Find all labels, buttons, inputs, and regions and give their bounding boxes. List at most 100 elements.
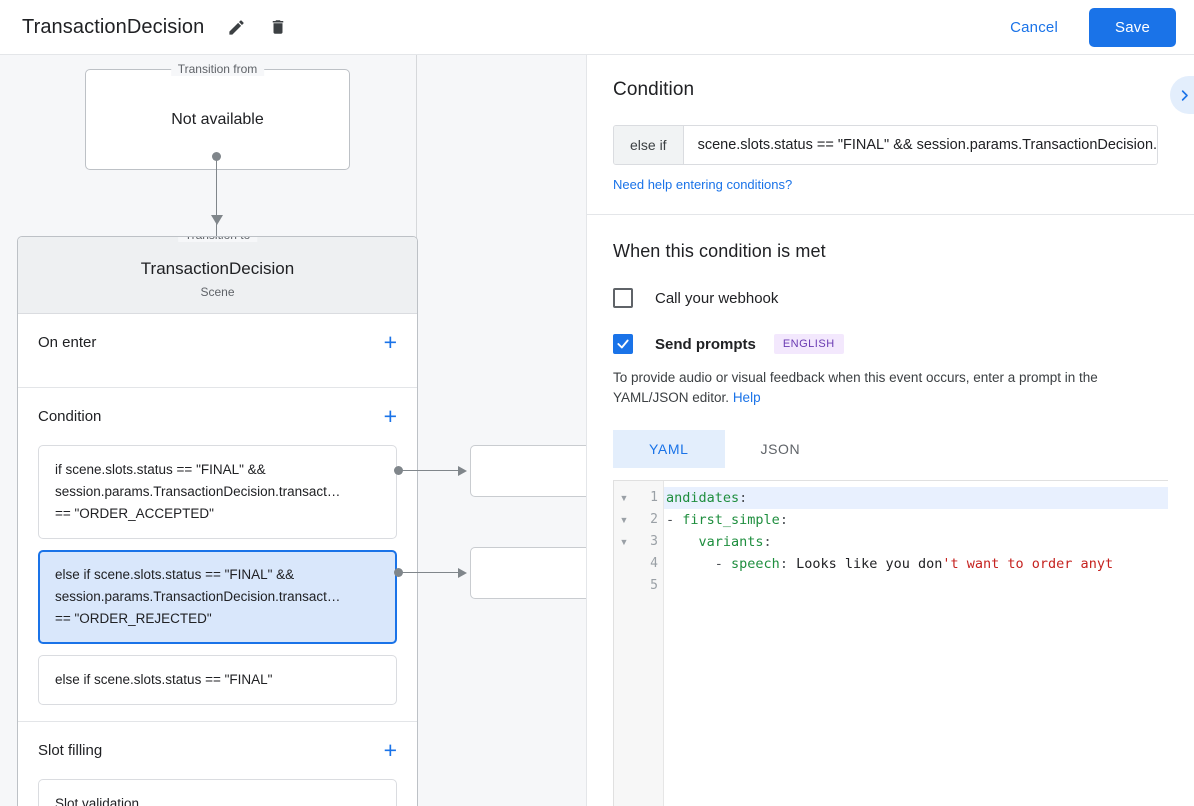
- code-token: andidates: [666, 490, 740, 506]
- edge-line: [398, 470, 460, 471]
- page-title: TransactionDecision: [22, 15, 205, 38]
- code-line: [664, 575, 1168, 597]
- code-token: Looks like you don: [796, 556, 943, 572]
- section-header: Condition +: [38, 388, 397, 445]
- top-bar: TransactionDecision Cancel Save: [0, 0, 1194, 55]
- scene-card-header: Transition to TransactionDecision Scene: [18, 237, 417, 314]
- line-number: 5: [650, 578, 658, 593]
- target-node-rejected[interactable]: [470, 547, 586, 599]
- line-number: 3: [650, 534, 658, 549]
- section-label-on-enter: On enter: [38, 334, 97, 351]
- condition-input-row[interactable]: else if scene.slots.status == "FINAL" &&…: [613, 125, 1158, 165]
- code-token: [666, 534, 699, 550]
- code-token: -: [666, 556, 732, 572]
- section-slot-filling: Slot filling + Slot validation: [18, 722, 417, 806]
- tab-json[interactable]: JSON: [760, 441, 801, 457]
- section-on-enter: On enter +: [18, 314, 417, 388]
- plus-icon[interactable]: +: [383, 329, 397, 355]
- need-help-conditions-link[interactable]: Need help entering conditions?: [613, 177, 793, 192]
- code-token: variants: [698, 534, 764, 550]
- condition-line: session.params.TransactionDecision.trans…: [55, 484, 341, 499]
- code-token: first_simple: [682, 512, 780, 528]
- flow-canvas[interactable]: Transition from Not available Transition…: [0, 55, 586, 806]
- plus-icon[interactable]: +: [383, 403, 397, 429]
- call-webhook-checkbox[interactable]: [613, 288, 633, 308]
- when-condition-met-title: When this condition is met: [613, 241, 826, 261]
- editor-code-area[interactable]: andidates:- first_simple: variants: - sp…: [664, 481, 1168, 806]
- connector-line: [216, 156, 217, 261]
- condition-line: else if scene.slots.status == "FINAL" &&: [55, 567, 295, 582]
- send-prompts-checkbox[interactable]: [613, 334, 633, 354]
- code-token: :: [779, 512, 788, 528]
- prompts-description: To provide audio or visual feedback when…: [613, 368, 1173, 408]
- panel-condition-section: Condition else if scene.slots.status == …: [587, 55, 1194, 215]
- panel-when-met-section: When this condition is met Call your web…: [587, 215, 1194, 806]
- pencil-icon[interactable]: [222, 13, 250, 41]
- condition-line: else if scene.slots.status == "FINAL": [55, 672, 273, 687]
- condition-line: if scene.slots.status == "FINAL" &&: [55, 462, 266, 477]
- condition-line: session.params.TransactionDecision.trans…: [55, 589, 341, 604]
- code-token: 't want to order anyt: [942, 556, 1114, 572]
- condition-details-panel: Condition else if scene.slots.status == …: [586, 55, 1194, 806]
- edge-arrow-icon: [458, 466, 467, 476]
- line-number: 4: [650, 556, 658, 571]
- section-label-slot-filling: Slot filling: [38, 742, 103, 759]
- slot-validation-item[interactable]: Slot validation: [38, 779, 397, 806]
- yaml-editor[interactable]: ▼ ▼ ▼ 1 2 3 4 5 andidates:- first_simple…: [613, 480, 1168, 806]
- language-badge: ENGLISH: [773, 334, 844, 354]
- section-header: On enter +: [38, 314, 397, 371]
- condition-item[interactable]: else if scene.slots.status == "FINAL": [38, 655, 397, 705]
- code-line: andidates:: [664, 487, 1168, 509]
- condition-item-selected[interactable]: else if scene.slots.status == "FINAL" &&…: [38, 550, 397, 644]
- fold-toggle-icon[interactable]: ▼: [619, 515, 629, 525]
- transition-from-value: Not available: [171, 110, 264, 128]
- target-node-accepted[interactable]: [470, 445, 586, 497]
- line-number: 1: [650, 490, 658, 505]
- topbar-actions: Cancel Save: [993, 7, 1176, 47]
- code-token: -: [666, 512, 683, 528]
- condition-prefix-label: else if: [614, 126, 684, 164]
- save-button[interactable]: Save: [1089, 7, 1176, 47]
- panel-title: Condition: [613, 79, 695, 100]
- help-link[interactable]: Help: [732, 390, 761, 405]
- line-number: 2: [650, 512, 658, 527]
- webhook-row[interactable]: Call your webhook: [613, 288, 1168, 308]
- editor-line-numbers: 1 2 3 4 5: [634, 481, 664, 806]
- code-token: :: [739, 490, 748, 506]
- condition-item[interactable]: if scene.slots.status == "FINAL" && sess…: [38, 445, 397, 539]
- call-webhook-label: Call your webhook: [655, 289, 779, 307]
- section-header: Slot filling +: [38, 722, 397, 779]
- cancel-button[interactable]: Cancel: [993, 10, 1075, 45]
- trash-icon[interactable]: [264, 13, 292, 41]
- condition-line: == "ORDER_REJECTED": [55, 611, 212, 626]
- plus-icon[interactable]: +: [383, 737, 397, 763]
- code-token: :: [779, 556, 797, 572]
- send-prompts-row[interactable]: Send prompts ENGLISH: [613, 334, 1168, 354]
- scene-name: TransactionDecision: [140, 259, 295, 278]
- prompts-description-text: To provide audio or visual feedback when…: [613, 370, 1098, 405]
- section-label-condition: Condition: [38, 408, 102, 425]
- edge-arrow-icon: [458, 568, 467, 578]
- code-line: variants:: [664, 531, 1168, 553]
- fold-toggle-icon[interactable]: ▼: [619, 537, 629, 547]
- chevron-right-icon[interactable]: [1170, 76, 1194, 114]
- tab-yaml[interactable]: YAML: [613, 430, 725, 468]
- condition-expression-input[interactable]: scene.slots.status == "FINAL" && session…: [683, 126, 1157, 164]
- edge-line: [398, 572, 460, 573]
- send-prompts-label: Send prompts: [655, 335, 756, 353]
- editor-fold-gutter[interactable]: ▼ ▼ ▼: [614, 481, 634, 806]
- scene-card: Transition to TransactionDecision Scene …: [17, 236, 418, 806]
- transition-to-legend: Transition to: [177, 237, 258, 242]
- code-token: :: [763, 534, 772, 550]
- editor-format-tabs: YAML JSON: [613, 430, 1168, 468]
- code-line: - speech: Looks like you don't want to o…: [664, 553, 1168, 575]
- transition-from-legend: Transition from: [170, 62, 265, 76]
- condition-line: == "ORDER_ACCEPTED": [55, 506, 214, 521]
- connector-arrow-icon: [211, 215, 223, 225]
- code-token: speech: [731, 556, 780, 572]
- scene-type: Scene: [200, 285, 235, 299]
- fold-toggle-icon[interactable]: ▼: [619, 493, 629, 503]
- slot-validation-label: Slot validation: [55, 796, 140, 806]
- code-line: - first_simple:: [664, 509, 1168, 531]
- section-condition: Condition + if scene.slots.status == "FI…: [18, 388, 417, 722]
